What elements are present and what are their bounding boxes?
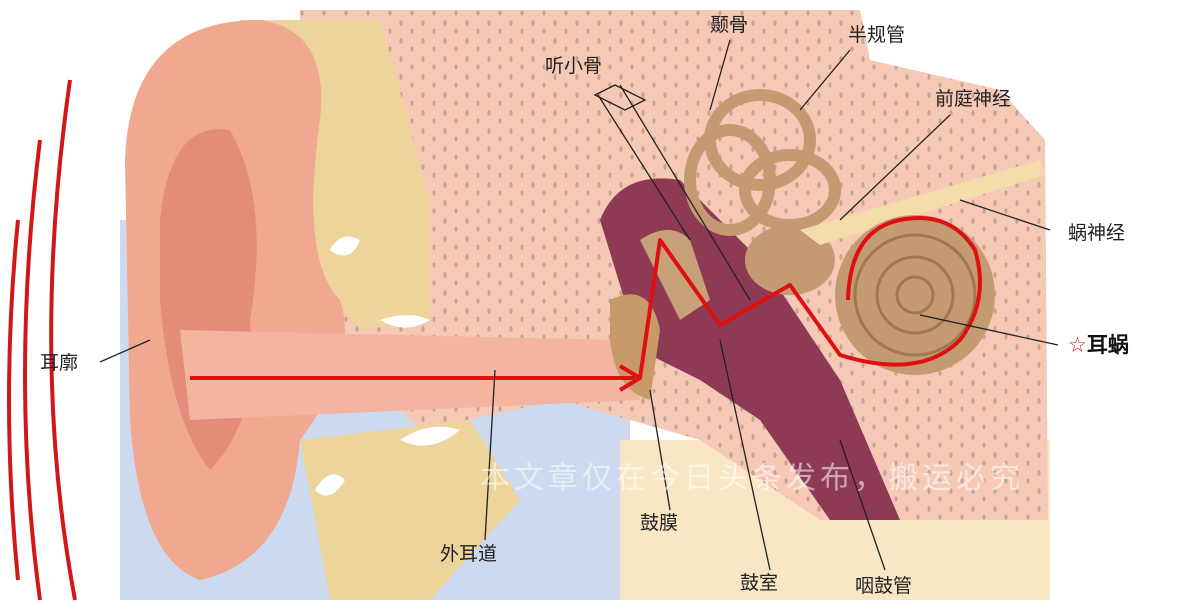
label-eustachian-tube: 咽鼓管 bbox=[855, 575, 913, 597]
cochlea-spiral-3 bbox=[895, 275, 935, 315]
label-cochlear-nerve: 蜗神经 bbox=[1068, 222, 1126, 244]
cochlea-spiral-1 bbox=[853, 233, 977, 357]
watermark: 本文章仅在今日头条发布，搬运必究 bbox=[480, 461, 1024, 496]
label-eardrum: 鼓膜 bbox=[640, 512, 679, 534]
label-vestibular-nerve: 前庭神经 bbox=[935, 88, 1012, 110]
cochlea-shape bbox=[835, 215, 995, 375]
vestibule bbox=[745, 225, 835, 295]
label-temporal-bone: 颞骨 bbox=[710, 14, 749, 36]
label-ossicles: 听小骨 bbox=[545, 55, 603, 77]
cochlea-spiral-2 bbox=[875, 255, 955, 335]
label-semicircular-canals: 半规管 bbox=[848, 24, 906, 46]
label-auricle: 耳廓 bbox=[40, 352, 79, 374]
label-tympanic-cavity: 鼓室 bbox=[740, 572, 779, 594]
star-icon: ☆ bbox=[1068, 333, 1087, 357]
ear-canal-shape bbox=[180, 330, 640, 420]
semicircular-canals-shape bbox=[684, 89, 841, 236]
leader-lines bbox=[99, 39, 1059, 571]
sound-waves bbox=[7, 79, 77, 601]
label-ear-canal: 外耳道 bbox=[440, 543, 498, 565]
cartilage-lower bbox=[300, 420, 520, 600]
sound-path bbox=[190, 216, 982, 392]
label-cochlea-text: 耳蜗 bbox=[1086, 333, 1129, 357]
label-cochlea: ☆耳蜗 bbox=[1068, 333, 1129, 357]
cartilage-highlights bbox=[315, 236, 460, 496]
nerve-bundle bbox=[800, 160, 1045, 245]
